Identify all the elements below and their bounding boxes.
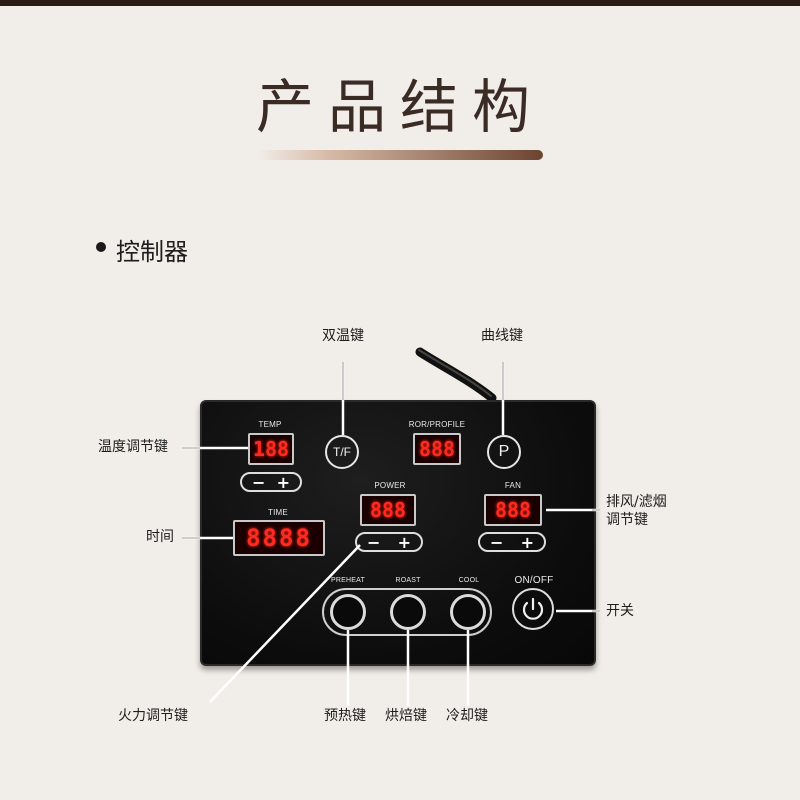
callout-temp-adjust: 温度调节键 [98,439,168,455]
preheat-button[interactable] [330,594,366,630]
profile-button[interactable]: P [487,435,521,469]
preheat-label: PREHEAT [331,577,365,584]
power-display: 888 [360,494,416,526]
fan-adjust-control[interactable]: − + [478,532,546,552]
temp-adjust-control[interactable]: − + [240,472,302,492]
power-label: POWER [374,481,406,490]
callout-switch: 开关 [606,603,634,619]
callout-fan-adjust-line2: 调节键 [606,512,648,528]
callout-roast: 烘焙键 [385,708,427,724]
title-divider [258,150,543,160]
section-title: 控制器 [116,238,188,266]
onoff-label: ON/OFF [514,575,554,586]
temp-minus-button[interactable]: − [252,472,266,492]
callout-preheat: 预热键 [324,708,366,724]
temp-plus-button[interactable]: + [276,472,290,492]
power-minus-button[interactable]: − [367,532,381,552]
page-title: 产品结构 [255,73,544,141]
fan-minus-button[interactable]: − [490,532,504,552]
fan-plus-button[interactable]: + [520,532,534,552]
callout-time: 时间 [146,529,174,545]
callout-fan-adjust-line1: 排风/滤烟 [606,494,667,510]
power-button[interactable] [512,588,554,630]
power-adjust-control[interactable]: − + [355,532,423,552]
power-icon [522,597,544,620]
temp-display: 188 [248,433,294,465]
cool-label: COOL [458,577,480,584]
tf-button[interactable]: T/F [325,435,359,469]
temp-label: TEMP [258,420,282,429]
ror-profile-label: ROR/PROFILE [408,420,466,429]
time-display: 8888 [233,520,325,556]
roast-label: ROAST [395,577,421,584]
fan-label: FAN [504,481,522,490]
power-plus-button[interactable]: + [397,532,411,552]
callout-dual-temp: 双温键 [322,328,364,344]
callout-fan-adjust: 排风/滤烟 调节键 [606,493,667,529]
bullet-icon [96,242,106,252]
callout-cool: 冷却键 [446,708,488,724]
top-border [0,0,800,6]
callout-curve: 曲线键 [481,328,523,344]
ror-display: 888 [413,433,461,465]
fan-display: 888 [484,494,542,526]
cool-button[interactable] [450,594,486,630]
roast-button[interactable] [390,594,426,630]
time-label: TIME [268,508,288,517]
callout-fire-adjust: 火力调节键 [118,708,188,724]
